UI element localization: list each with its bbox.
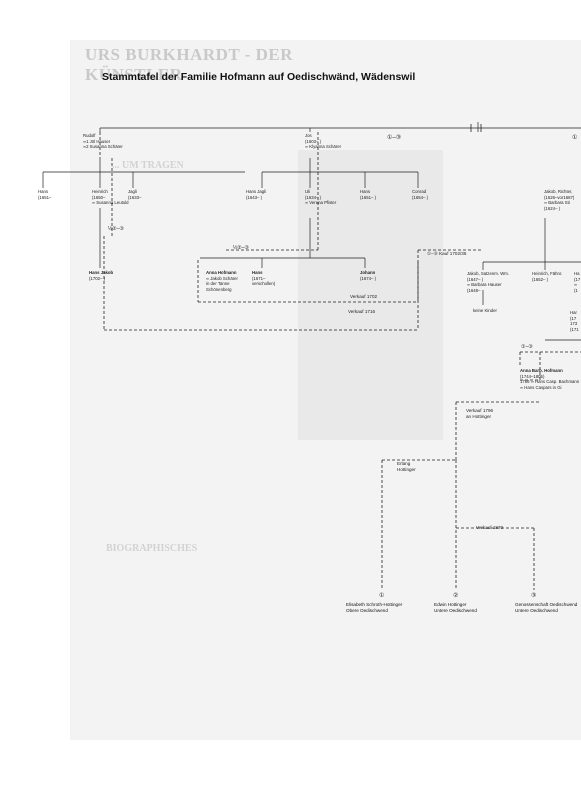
person-hans-jagli: Hans Jagli (1643– ) xyxy=(246,189,267,200)
background-heading: URS BURKHARDT - DER KÜNSTLER xyxy=(85,45,294,84)
background-subheading-2: BIOGRAPHISCHES xyxy=(106,543,198,554)
erlang-label: Erlang xyxy=(397,461,411,466)
sale-1796-buyer: an Hottinger xyxy=(466,413,492,419)
owner-elisabeth-place: Obere Oedischwend xyxy=(346,608,388,613)
person-edge-b: Har (17 173 (171 xyxy=(570,310,579,332)
final-marker-1: ① xyxy=(379,593,385,599)
sale-1716: Verkauf 1716 xyxy=(348,309,376,314)
final-marker-2: ② xyxy=(453,593,459,599)
person-hans-jakob: Hans Jakob (1702– ) xyxy=(89,270,114,281)
person-hans-1651b: Hans (1651– ) xyxy=(360,189,377,200)
person-jagli: Jagli (1633– xyxy=(128,189,142,200)
owner-elisabeth-name: Elisabeth Schroth-Hottinger xyxy=(346,602,403,607)
person-anna-barb: Anna Barb. Hofmann (1744–1805) 1766 ∞ Ha… xyxy=(520,368,580,390)
marker-1-3-right: ①–③ xyxy=(521,344,533,350)
background-photo xyxy=(298,150,443,440)
final-marker-3: ③ xyxy=(531,593,537,599)
person-heinrich: Heinrich (1650– ∞ Susanna Leutold xyxy=(92,189,129,206)
sale-1870: Verkauf 1870 xyxy=(476,525,504,530)
person-johann: Johann (1674– ) xyxy=(360,270,377,281)
hottinger-label: Hottinger xyxy=(397,466,416,472)
owner-genossenschaft: Genossenschaft Oedischwend Untere Oedisc… xyxy=(515,602,577,614)
person-jos: Jos (1603– ) ∞ Klyanna Schärer xyxy=(305,133,342,150)
erlang-hottinger: Erlang Hottinger xyxy=(397,461,416,472)
sale-1796-label: Verkauf 1796 xyxy=(466,408,494,413)
marker-kauf: ①–③ Kauf 1702/36 xyxy=(427,251,467,256)
owner-genossenschaft-name: Genossenschaft Oedischwend xyxy=(515,602,578,607)
background-subheading: ... UM TRAGEN xyxy=(112,160,184,171)
owner-edwin: Edwin Hottinger Untere Oedischwend xyxy=(434,602,477,614)
person-edge-a: Ha (17 ∞ (1 xyxy=(574,271,581,293)
marker-1-3-top: ①–③ xyxy=(387,135,402,141)
page-title: Stammtafel der Familie Hofmann auf Oedis… xyxy=(102,71,416,83)
owner-elisabeth: Elisabeth Schroth-Hottinger Obere Oedisc… xyxy=(346,602,402,614)
person-uli: Uli (1634– ) ∞ Verena Pfister xyxy=(305,189,337,206)
owner-edwin-name: Edwin Hottinger xyxy=(434,602,467,607)
sale-1796: Verkauf 1796 an Hottinger xyxy=(466,408,493,419)
person-hans-1651: Hans (1651– xyxy=(38,189,52,200)
owner-genossenschaft-place: Untere Oedischwend xyxy=(515,608,558,613)
person-anna-hofmann: Anna Hofmann ∞ Jakob Schärer in der Tann… xyxy=(206,270,238,292)
person-jakob-richter: Jakob, Richter, (1626–vor1687) ∞ Barbara… xyxy=(544,189,575,211)
owner-edwin-place: Untere Oedischwend xyxy=(434,608,477,613)
person-hans-1671: Hans (1671– verschollen) xyxy=(252,270,276,287)
person-jakob-seiler: Jakob, Satzenm. Wm. (1647– ) ∞ Barbara H… xyxy=(467,271,510,293)
marker-half-2-3-left: ½②–③ xyxy=(108,226,124,232)
marker-half-2-3-middle: ½②–③ xyxy=(233,245,249,251)
person-heinrich-fahnr: Heinrich, Fähnr. (1652– ) xyxy=(532,271,563,282)
person-rudolf: Rudolf ∞1 Jöl Hauser ∞2 Susanna Schärer xyxy=(83,133,123,150)
person-conrad: Conrad (1654– ) xyxy=(412,189,429,200)
person-keine-kinder: keine Kinder xyxy=(473,308,497,313)
marker-1-top-right: ① xyxy=(572,135,578,141)
sale-1702: Verkauf 1702 xyxy=(350,294,378,299)
